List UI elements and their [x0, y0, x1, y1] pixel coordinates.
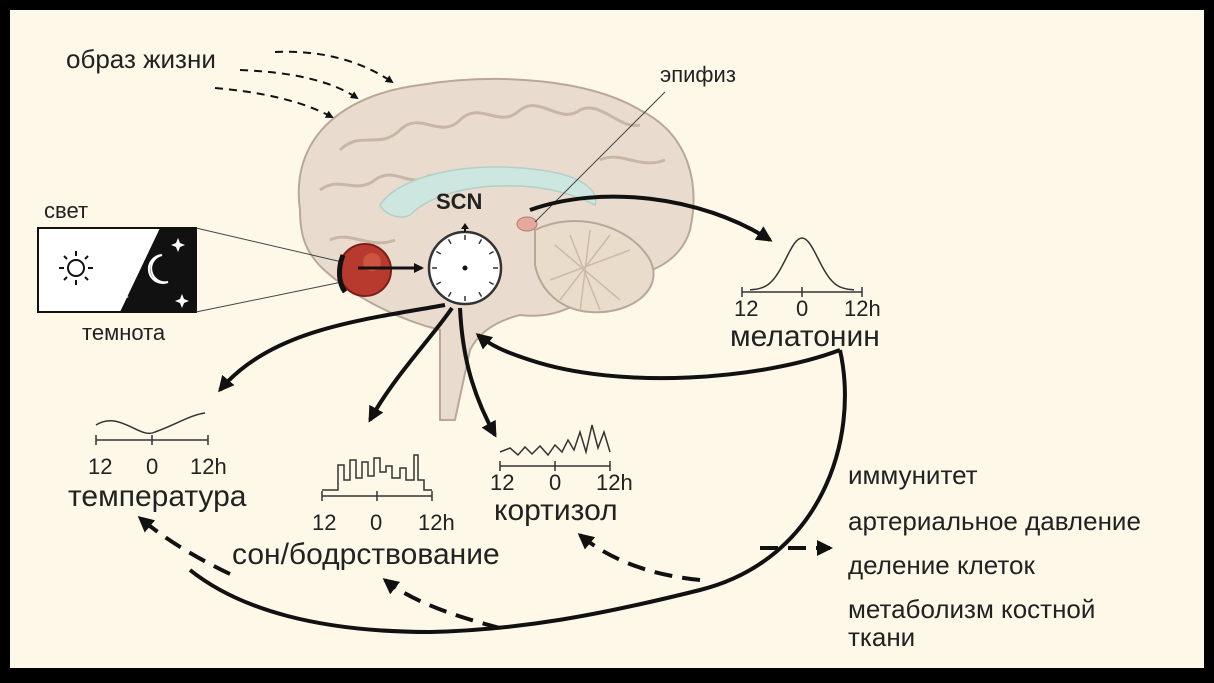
- pineal-label: эпифиз: [660, 64, 736, 86]
- eye-icon: [339, 244, 391, 296]
- sleep-tick-1: 12: [312, 512, 336, 534]
- sleep-tick-2: 0: [370, 512, 382, 534]
- effect-blood-pressure: артериальное давление: [848, 508, 1141, 534]
- cortisol-label: кортизол: [494, 496, 618, 526]
- dark-label: темнота: [82, 322, 165, 344]
- melatonin-tick-1: 12: [734, 298, 758, 320]
- cortisol-tick-3: 12h: [596, 472, 633, 494]
- temperature-tick-3: 12h: [190, 456, 227, 478]
- scn-label: SCN: [436, 191, 482, 213]
- effect-cell-division: деление клеток: [848, 552, 1035, 578]
- lifestyle-label: образ жизни: [66, 46, 216, 72]
- effect-immunity: иммунитет: [848, 462, 978, 488]
- temperature-label: температура: [68, 482, 246, 512]
- temperature-tick-1: 12: [88, 456, 112, 478]
- light-dark-panel: [38, 228, 196, 312]
- cortisol-tick-1: 12: [490, 472, 514, 494]
- light-label: свет: [44, 200, 88, 222]
- effect-bone-metabolism-2: ткани: [848, 624, 915, 650]
- melatonin-label: мелатонин: [730, 322, 880, 352]
- effect-bone-metabolism: метаболизм костной: [848, 596, 1095, 622]
- sleep-tick-3: 12h: [418, 512, 455, 534]
- cortisol-tick-2: 0: [549, 472, 561, 494]
- melatonin-tick-3: 12h: [844, 298, 881, 320]
- melatonin-tick-2: 0: [796, 298, 808, 320]
- sleep-label: сон/бодрствование: [232, 540, 500, 570]
- temperature-tick-2: 0: [146, 456, 158, 478]
